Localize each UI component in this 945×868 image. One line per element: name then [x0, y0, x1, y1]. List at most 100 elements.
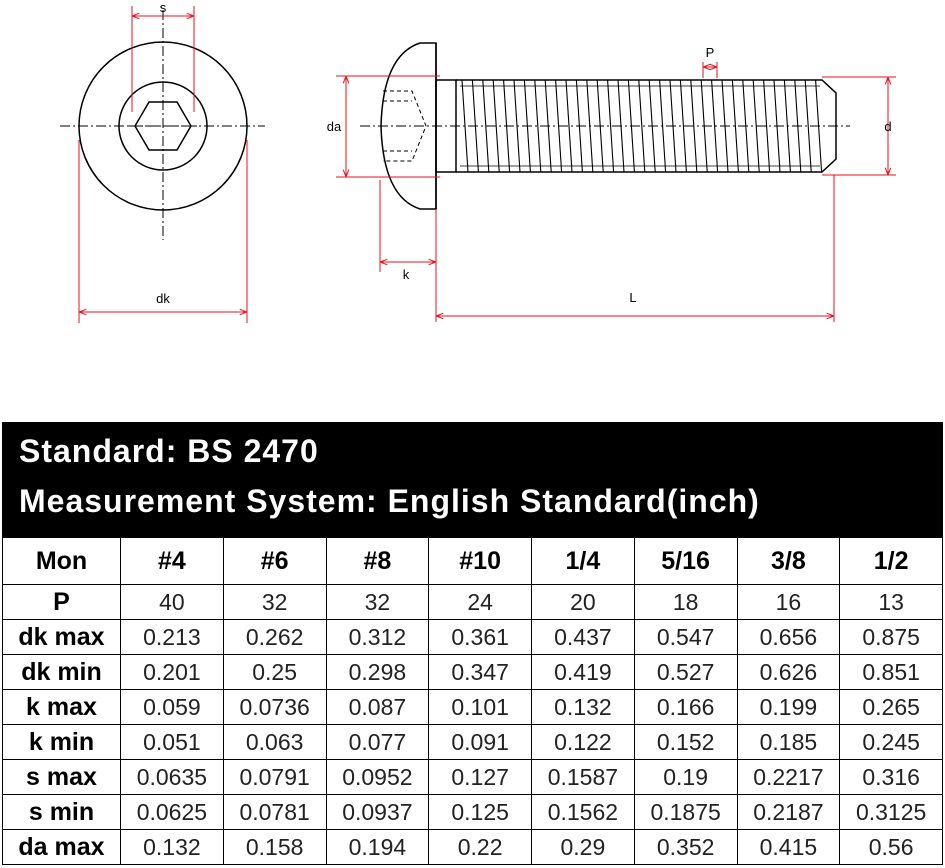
table-cell: 0.0952	[325, 759, 430, 795]
table-cell: 0.25	[222, 654, 327, 690]
table-cell: 0.132	[120, 829, 224, 865]
table-cell: 0.0791	[222, 759, 327, 795]
table-cell: 0.059	[120, 689, 224, 725]
table-cell: 0.101	[428, 689, 532, 725]
dimension-P: P	[702, 45, 718, 78]
table-cell: 0.3125	[839, 794, 943, 830]
dimension-L: L	[437, 175, 835, 322]
table-cell: 0.56	[839, 829, 943, 865]
thread-line	[763, 79, 771, 173]
table-cell: 0.127	[428, 759, 532, 795]
table-cell: 0.1587	[531, 759, 635, 795]
label-d: d	[884, 119, 891, 134]
thread-line	[482, 79, 490, 173]
table-cell: 0.194	[325, 829, 430, 865]
thread-line	[731, 79, 739, 173]
row-label: k max	[2, 689, 121, 725]
table-cell: 32	[222, 584, 327, 620]
column-header: 1/4	[531, 537, 635, 585]
table-cell: 0.298	[325, 654, 430, 690]
row-label: da max	[2, 829, 121, 865]
table-cell: 0.2187	[736, 794, 841, 830]
dimension-d: d	[822, 76, 896, 176]
dimension-k: k	[379, 180, 437, 322]
table-cell: 0.0736	[222, 689, 327, 725]
table-cell: 0.547	[633, 619, 738, 655]
table-cell: 32	[325, 584, 430, 620]
label-da: da	[327, 119, 342, 134]
column-header: #4	[120, 537, 224, 585]
table-cell: 0.0625	[120, 794, 224, 830]
head-end-view	[60, 10, 265, 240]
dimension-dk: dk	[78, 140, 248, 323]
table-cell: 0.051	[120, 724, 224, 760]
table-cell: 0.29	[531, 829, 635, 865]
table-corner-label: Mon	[2, 537, 121, 585]
label-k: k	[403, 267, 410, 282]
dimension-da: da	[327, 75, 440, 178]
table-cell: 0.626	[736, 654, 841, 690]
thread-line	[638, 79, 646, 173]
table-cell: 40	[120, 584, 224, 620]
table-cell: 0.22	[428, 829, 532, 865]
table-cell: 0.0781	[222, 794, 327, 830]
table-cell: 0.091	[428, 724, 532, 760]
thread-line	[607, 79, 615, 173]
row-label: s max	[2, 759, 121, 795]
table-cell: 20	[531, 584, 635, 620]
column-header: 3/8	[736, 537, 841, 585]
column-header: #6	[222, 537, 327, 585]
table-cell: 0.152	[633, 724, 738, 760]
table-cell: 0.122	[531, 724, 635, 760]
table-cell: 0.199	[736, 689, 841, 725]
table-cell: 0.2217	[736, 759, 841, 795]
table-cell: 0.437	[531, 619, 635, 655]
column-header: 1/2	[839, 537, 943, 585]
table-cell: 0.185	[736, 724, 841, 760]
table-cell: 0.265	[839, 689, 943, 725]
label-P: P	[706, 45, 715, 60]
table-cell: 0.125	[428, 794, 532, 830]
screw-side-view	[360, 42, 850, 210]
table-cell: 0.419	[531, 654, 635, 690]
thread-line	[711, 79, 719, 173]
table-cell: 0.1562	[531, 794, 635, 830]
row-label: dk min	[2, 654, 121, 690]
column-header: 5/16	[633, 537, 738, 585]
table-cell: 0.262	[222, 619, 327, 655]
screw-technical-drawing: s dk da k L	[60, 0, 896, 323]
thread-line	[492, 79, 500, 173]
row-label: k min	[2, 724, 121, 760]
table-cell: 0.087	[325, 689, 430, 725]
table-cell: 0.245	[839, 724, 943, 760]
row-label: dk max	[2, 619, 121, 655]
column-header: #10	[428, 537, 532, 585]
row-label: P	[2, 584, 121, 620]
thread-line	[534, 79, 542, 173]
thread-line	[804, 79, 812, 173]
table-cell: 0.201	[120, 654, 224, 690]
table-cell: 0.166	[633, 689, 738, 725]
dimension-s: s	[131, 0, 195, 112]
table-cell: 0.316	[839, 759, 943, 795]
label-s: s	[160, 0, 167, 15]
thread-line	[679, 79, 687, 173]
thread-line	[565, 79, 573, 173]
table-cell: 0.063	[222, 724, 327, 760]
table-cell: 0.19	[633, 759, 738, 795]
table-cell: 18	[633, 584, 738, 620]
standard-title: Standard: BS 2470	[19, 433, 319, 469]
specification-panel: Standard: BS 2470 Measurement System: En…	[2, 422, 943, 868]
measurement-system-title: Measurement System: English Standard(inc…	[19, 483, 760, 519]
table-cell: 0.415	[736, 829, 841, 865]
table-cell: 0.527	[633, 654, 738, 690]
table-cell: 0.312	[325, 619, 430, 655]
